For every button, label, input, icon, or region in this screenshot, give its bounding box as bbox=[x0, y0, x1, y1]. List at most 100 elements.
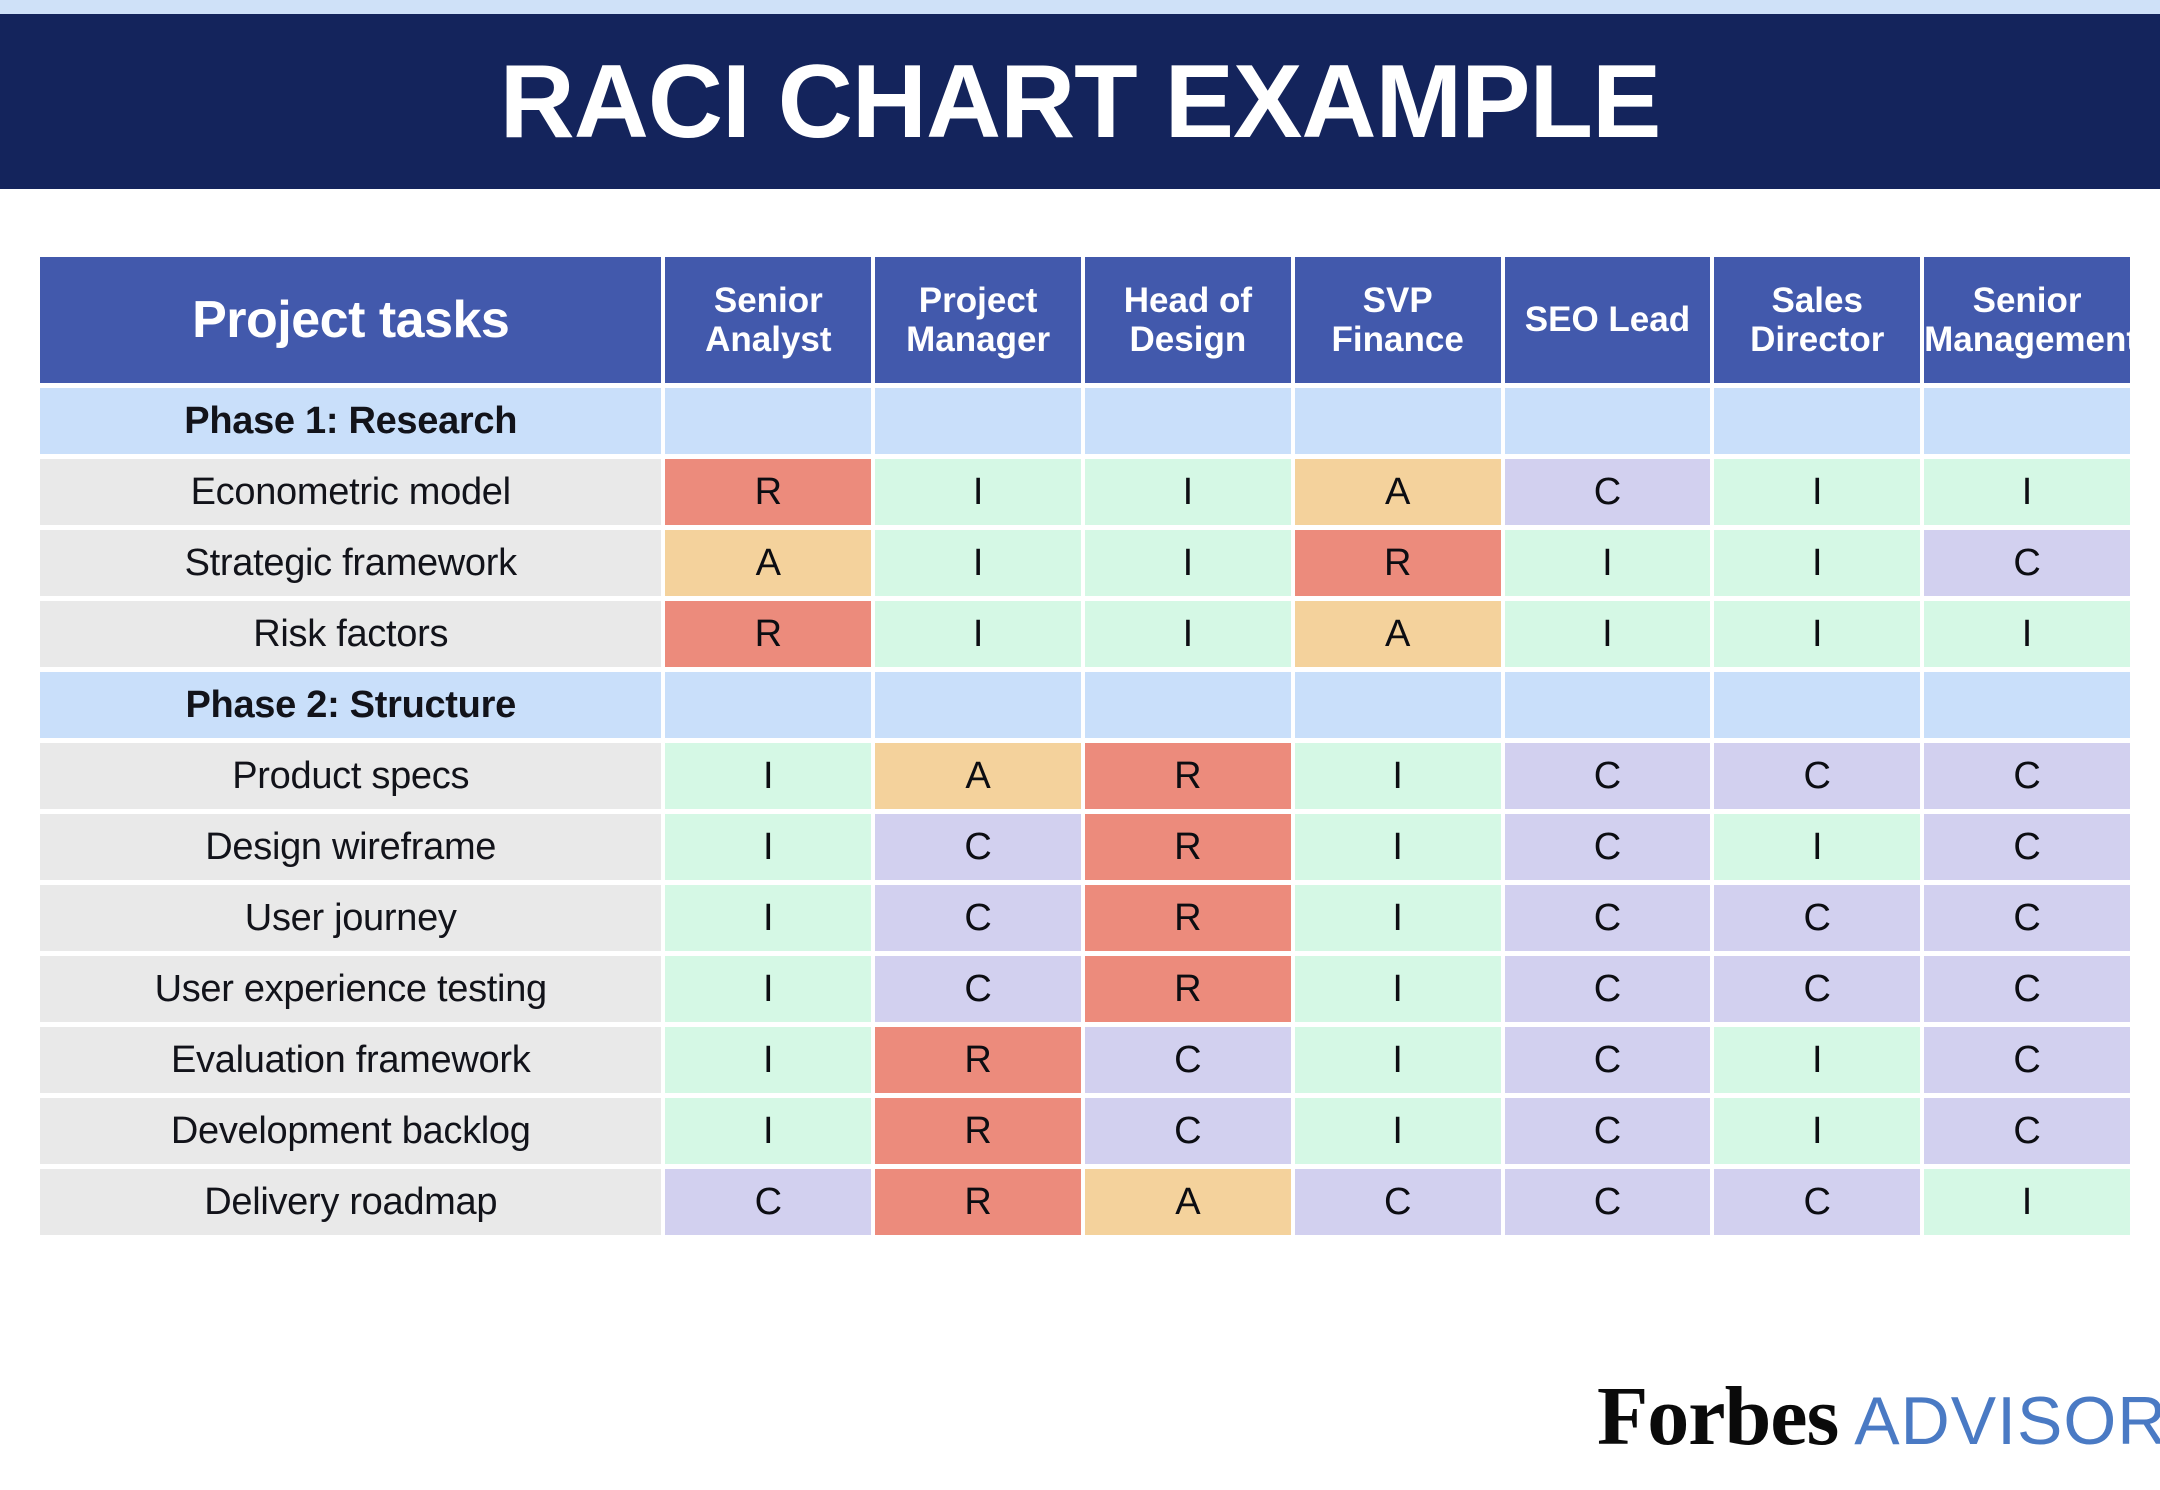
raci-cell-empty bbox=[665, 388, 872, 454]
column-header-senior-analyst: Senior Analyst bbox=[665, 257, 872, 383]
phase-row: Phase 2: Structure bbox=[40, 672, 2130, 738]
raci-cell-C: C bbox=[1924, 885, 2130, 951]
column-header-sales-director: Sales Director bbox=[1714, 257, 1921, 383]
raci-cell-I: I bbox=[1714, 814, 1921, 880]
task-label: Design wireframe bbox=[40, 814, 662, 880]
task-label: Development backlog bbox=[40, 1098, 662, 1164]
raci-cell-I: I bbox=[665, 885, 872, 951]
raci-cell-R: R bbox=[875, 1027, 1081, 1093]
raci-cell-C: C bbox=[1714, 885, 1921, 951]
task-label: Strategic framework bbox=[40, 530, 662, 596]
raci-cell-I: I bbox=[665, 1027, 872, 1093]
column-header-seo-lead: SEO Lead bbox=[1504, 257, 1711, 383]
raci-cell-I: I bbox=[1294, 814, 1501, 880]
raci-cell-C: C bbox=[1924, 1027, 2130, 1093]
raci-cell-R: R bbox=[1085, 956, 1291, 1022]
raci-cell-I: I bbox=[1294, 1098, 1501, 1164]
raci-cell-I: I bbox=[1714, 601, 1921, 667]
raci-cell-empty bbox=[665, 672, 872, 738]
column-header-project-manager: Project Manager bbox=[875, 257, 1081, 383]
raci-cell-C: C bbox=[1085, 1098, 1291, 1164]
raci-cell-I: I bbox=[1924, 1169, 2130, 1235]
raci-cell-empty bbox=[1294, 672, 1501, 738]
raci-cell-I: I bbox=[1294, 956, 1501, 1022]
raci-cell-C: C bbox=[875, 956, 1081, 1022]
raci-cell-I: I bbox=[1504, 601, 1711, 667]
raci-cell-C: C bbox=[1924, 956, 2130, 1022]
page-title: RACI CHART EXAMPLE bbox=[499, 43, 1662, 160]
raci-cell-C: C bbox=[665, 1169, 872, 1235]
raci-cell-R: R bbox=[875, 1169, 1081, 1235]
raci-cell-C: C bbox=[1085, 1027, 1291, 1093]
raci-cell-C: C bbox=[1924, 743, 2130, 809]
raci-cell-I: I bbox=[665, 814, 872, 880]
column-header-project-tasks: Project tasks bbox=[40, 257, 662, 383]
raci-cell-C: C bbox=[1504, 1098, 1711, 1164]
column-header-head-of-design: Head of Design bbox=[1085, 257, 1291, 383]
column-header-svp-finance: SVP Finance bbox=[1294, 257, 1501, 383]
raci-cell-A: A bbox=[1294, 459, 1501, 525]
raci-cell-I: I bbox=[875, 530, 1081, 596]
raci-cell-empty bbox=[1085, 672, 1291, 738]
raci-cell-empty bbox=[1504, 388, 1711, 454]
task-label: Evaluation framework bbox=[40, 1027, 662, 1093]
forbes-advisor-logo: Forbes ADVISOR bbox=[1597, 1375, 2160, 1459]
raci-cell-R: R bbox=[1085, 885, 1291, 951]
raci-cell-C: C bbox=[1294, 1169, 1501, 1235]
raci-cell-I: I bbox=[1085, 459, 1291, 525]
raci-cell-I: I bbox=[1714, 1027, 1921, 1093]
raci-cell-C: C bbox=[1924, 814, 2130, 880]
raci-cell-C: C bbox=[1924, 530, 2130, 596]
raci-cell-empty bbox=[875, 388, 1081, 454]
phase-label: Phase 1: Research bbox=[40, 388, 662, 454]
raci-cell-I: I bbox=[665, 743, 872, 809]
raci-cell-C: C bbox=[875, 814, 1081, 880]
raci-cell-I: I bbox=[875, 459, 1081, 525]
raci-cell-I: I bbox=[875, 601, 1081, 667]
raci-cell-I: I bbox=[1085, 530, 1291, 596]
phase-row: Phase 1: Research bbox=[40, 388, 2130, 454]
raci-cell-empty bbox=[1924, 388, 2130, 454]
raci-cell-C: C bbox=[1504, 956, 1711, 1022]
column-header-senior-management: Senior Management bbox=[1924, 257, 2138, 383]
title-banner: RACI CHART EXAMPLE bbox=[0, 14, 2160, 189]
raci-cell-I: I bbox=[1504, 530, 1711, 596]
raci-cell-I: I bbox=[1924, 601, 2130, 667]
raci-cell-I: I bbox=[1714, 459, 1921, 525]
raci-cell-R: R bbox=[665, 601, 872, 667]
raci-cell-empty bbox=[1294, 388, 1501, 454]
raci-cell-I: I bbox=[1714, 530, 1921, 596]
raci-cell-A: A bbox=[875, 743, 1081, 809]
raci-cell-R: R bbox=[1294, 530, 1501, 596]
raci-cell-empty bbox=[875, 672, 1081, 738]
raci-cell-I: I bbox=[1714, 1098, 1921, 1164]
raci-cell-I: I bbox=[665, 956, 872, 1022]
phase-label: Phase 2: Structure bbox=[40, 672, 662, 738]
raci-cell-C: C bbox=[875, 885, 1081, 951]
task-label: Product specs bbox=[40, 743, 662, 809]
raci-cell-A: A bbox=[1294, 601, 1501, 667]
raci-cell-A: A bbox=[665, 530, 872, 596]
raci-cell-C: C bbox=[1714, 1169, 1921, 1235]
logo-product-text: ADVISOR bbox=[1854, 1383, 2160, 1459]
raci-cell-C: C bbox=[1504, 814, 1711, 880]
raci-cell-R: R bbox=[1085, 743, 1291, 809]
raci-cell-empty bbox=[1714, 388, 1921, 454]
raci-cell-R: R bbox=[875, 1098, 1081, 1164]
raci-cell-C: C bbox=[1504, 1169, 1711, 1235]
raci-cell-I: I bbox=[665, 1098, 872, 1164]
raci-cell-I: I bbox=[1294, 1027, 1501, 1093]
raci-cell-empty bbox=[1924, 672, 2130, 738]
